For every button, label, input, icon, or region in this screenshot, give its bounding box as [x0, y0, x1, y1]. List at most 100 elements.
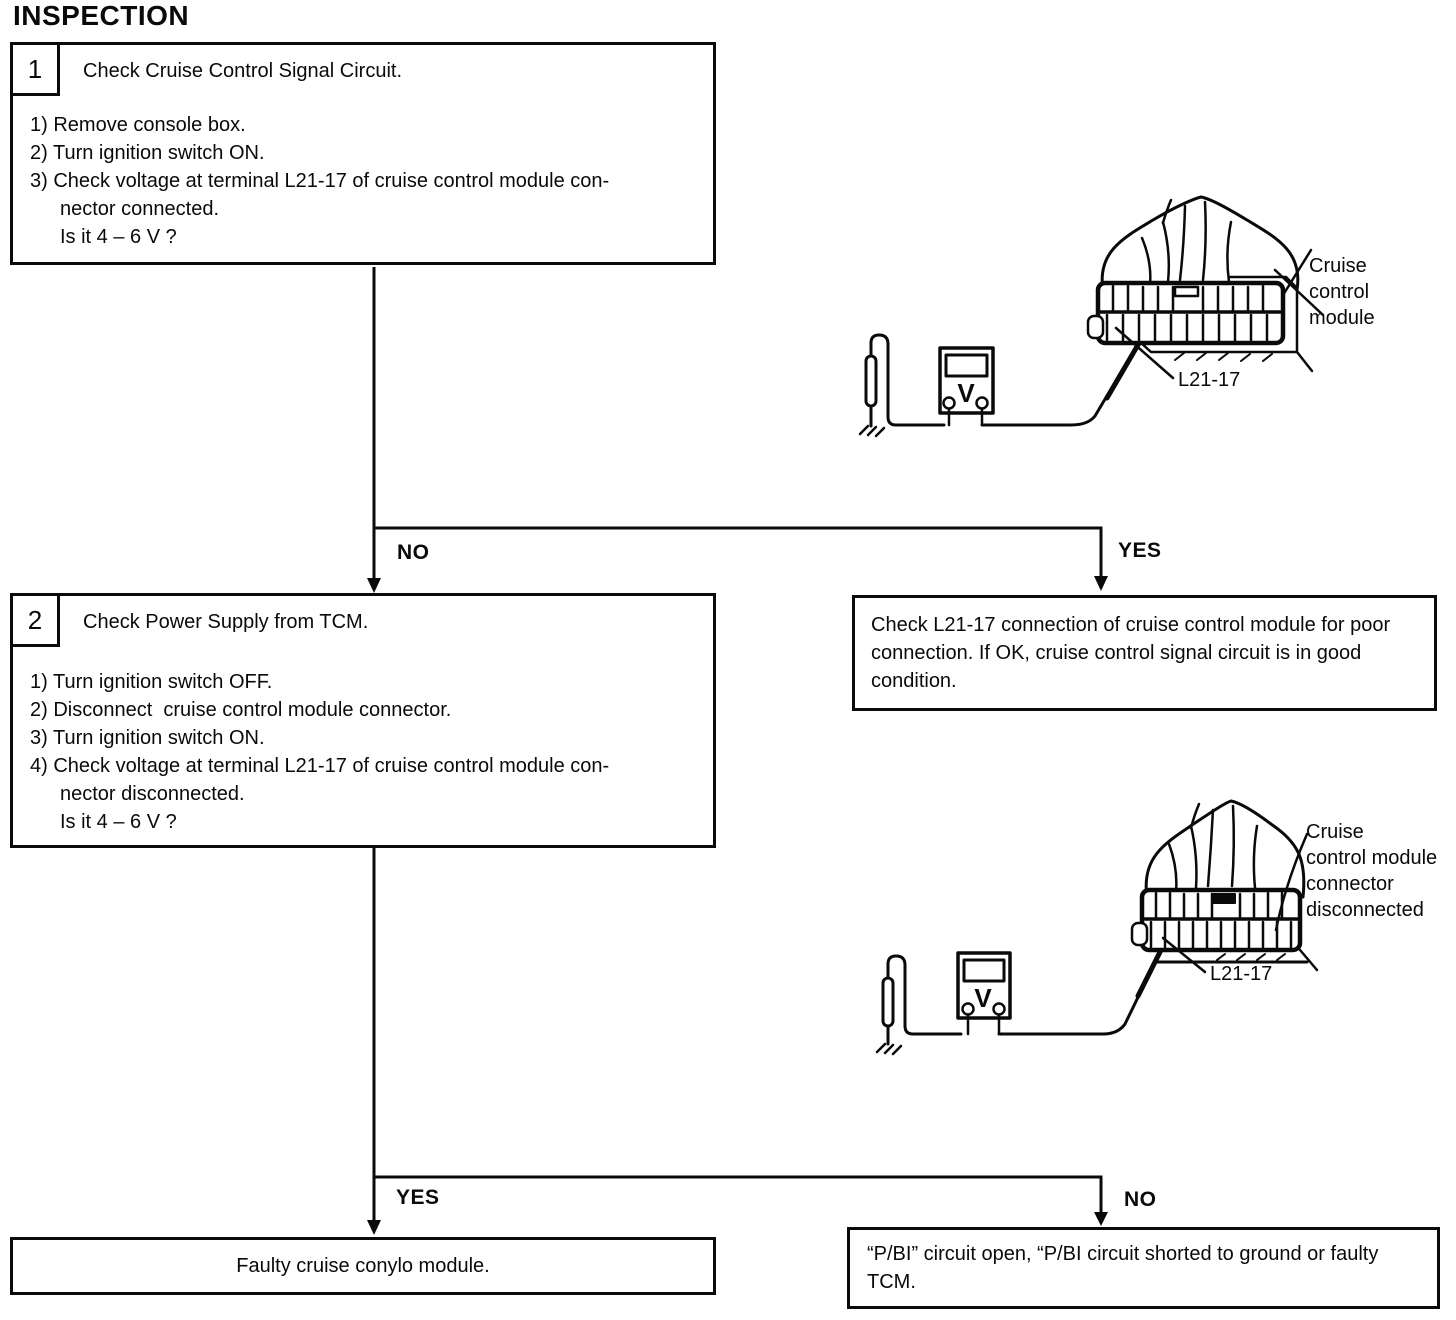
- step-line: Is it 4 – 6 V ?: [60, 811, 177, 833]
- branch2-no-label: NO: [1124, 1188, 1157, 1211]
- harness-boot: [1144, 799, 1306, 899]
- boot-stroke: [1226, 220, 1233, 284]
- boot-stroke: [1161, 220, 1171, 284]
- outline-corner-tick: [1298, 948, 1319, 972]
- terminal-leads: [947, 407, 984, 427]
- outline-corner-tick: [1295, 350, 1314, 373]
- connector-pins-bottom: [1105, 313, 1269, 343]
- result-faulty-module-box: Faulty cruise conylo module.: [10, 1237, 716, 1295]
- test-probe-icon: [1104, 323, 1152, 401]
- voltmeter-display: [944, 353, 989, 378]
- module-label-line: control module: [1306, 847, 1437, 869]
- arrowhead-yes2: [367, 1220, 381, 1235]
- meter-lead-wire: [886, 954, 963, 1036]
- page-title: INSPECTION: [13, 0, 190, 31]
- step-line: 2) Disconnect cruise control module conn…: [30, 699, 452, 721]
- voltmeter-terminal: [961, 1002, 975, 1016]
- connector-latch-tab: [1212, 893, 1236, 904]
- boot-stroke: [1167, 842, 1178, 894]
- test-probe-icon: [1135, 939, 1168, 999]
- terminal-label-leader: [1161, 936, 1207, 974]
- figure-voltmeter-module-connected: L21-17 V Cruise control module: [858, 195, 1375, 438]
- step-1-title: Check Cruise Control Signal Circuit.: [83, 60, 403, 82]
- branch1-no-label: NO: [397, 541, 430, 564]
- step-line: 3) Check voltage at terminal L21-17 of c…: [30, 170, 610, 192]
- step-1-number: 1: [13, 45, 60, 96]
- terminal-leads: [966, 1013, 1001, 1036]
- module-label-line: Cruise: [1306, 821, 1364, 843]
- step-2-title: Check Power Supply from TCM.: [83, 611, 369, 633]
- module-label-line: connector: [1306, 873, 1394, 895]
- check-connection-text: Check L21-17 connection of cruise contro…: [871, 614, 1391, 692]
- boot-stroke: [1189, 802, 1201, 830]
- voltmeter-terminal: [992, 1002, 1006, 1016]
- step-line: 2) Turn ignition switch ON.: [30, 142, 265, 164]
- module-label-line: module: [1309, 307, 1375, 329]
- step-line: 1) Turn ignition switch OFF.: [30, 671, 273, 693]
- module-label-line: Cruise: [1309, 255, 1367, 277]
- boot-stroke: [1140, 236, 1152, 287]
- result-faulty-module-text: Faulty cruise conylo module.: [236, 1255, 490, 1277]
- module-outline: [1137, 275, 1299, 354]
- step-1-box: 1 Check Cruise Control Signal Circuit. 1…: [10, 42, 716, 265]
- connector-side-lug: [1086, 314, 1105, 340]
- module-label-leader: [1273, 248, 1325, 317]
- result-circuit-open-text: “P/BI” circuit open, “P/BI circuit short…: [867, 1243, 1379, 1293]
- connector-side-lug: [1130, 921, 1149, 947]
- step-line: 1) Remove console box.: [30, 114, 246, 136]
- step-1-instructions: 1) Remove console box. 2) Turn ignition …: [30, 111, 703, 251]
- connector-pins-bottom: [1149, 920, 1293, 950]
- branch1-yes-label: YES: [1118, 539, 1162, 562]
- terminal-label-leader: [1114, 326, 1175, 380]
- connector-body: [1095, 280, 1286, 346]
- step-2-box: 2 Check Power Supply from TCM. 1) Turn i…: [10, 593, 716, 848]
- result-circuit-open-box: “P/BI” circuit open, “P/BI circuit short…: [847, 1227, 1440, 1309]
- module-label-line: control: [1309, 281, 1369, 303]
- ground-symbol-icon: [875, 1042, 903, 1056]
- meter-lead-wire: [869, 333, 946, 427]
- boot-stroke: [1252, 824, 1259, 890]
- probe-wire: [997, 946, 1164, 1036]
- voltmeter-icon: [938, 346, 995, 415]
- connector-step1-yes-branch: [374, 526, 1103, 578]
- voltmeter-display: [962, 958, 1006, 983]
- voltmeter-icon: [956, 951, 1012, 1020]
- ground-symbol-icon: [858, 424, 886, 438]
- step-line: nector connected.: [60, 198, 219, 220]
- boot-stroke: [1189, 824, 1198, 890]
- hatching: [1216, 953, 1286, 961]
- ground-probe-icon: [864, 354, 878, 408]
- branch2-yes-label: YES: [396, 1186, 440, 1209]
- step-line: Is it 4 – 6 V ?: [60, 226, 177, 248]
- module-label-leader: [1274, 832, 1309, 932]
- step-line: 3) Turn ignition switch ON.: [30, 727, 265, 749]
- boot-stroke: [1230, 804, 1236, 888]
- terminal-label: L21-17: [1178, 369, 1240, 391]
- connector-pins-top: [1111, 284, 1265, 313]
- ground-probe-icon: [881, 976, 895, 1028]
- step-2-number: 2: [13, 596, 60, 647]
- probe-wire: [980, 328, 1148, 427]
- voltmeter-v-label: V: [974, 983, 992, 1013]
- step-line: nector disconnected.: [60, 783, 245, 805]
- boot-stroke: [1206, 808, 1215, 888]
- harness-boot: [1100, 195, 1300, 292]
- voltmeter-terminal: [975, 396, 989, 410]
- boot-stroke: [1178, 204, 1187, 282]
- arrowhead-yes1: [1094, 576, 1108, 591]
- connector-step2-no-branch: [374, 1175, 1103, 1214]
- check-connection-box: Check L21-17 connection of cruise contro…: [852, 595, 1437, 711]
- connector-latch-tab: [1173, 285, 1200, 298]
- arrowhead-no1: [367, 578, 381, 593]
- voltmeter-v-label: V: [957, 378, 975, 408]
- arrowhead-no2: [1094, 1212, 1108, 1226]
- hatching: [1174, 352, 1273, 362]
- step-2-instructions: 1) Turn ignition switch OFF. 2) Disconne…: [30, 668, 703, 836]
- voltmeter-terminal: [942, 396, 956, 410]
- terminal-label: L21-17: [1210, 963, 1272, 985]
- boot-stroke: [1201, 200, 1207, 282]
- figure-voltmeter-connector-disconnected: L21-17 V Cruise control module connector…: [875, 799, 1437, 1056]
- step-line: 4) Check voltage at terminal L21-17 of c…: [30, 755, 610, 777]
- connector-body: [1139, 887, 1303, 953]
